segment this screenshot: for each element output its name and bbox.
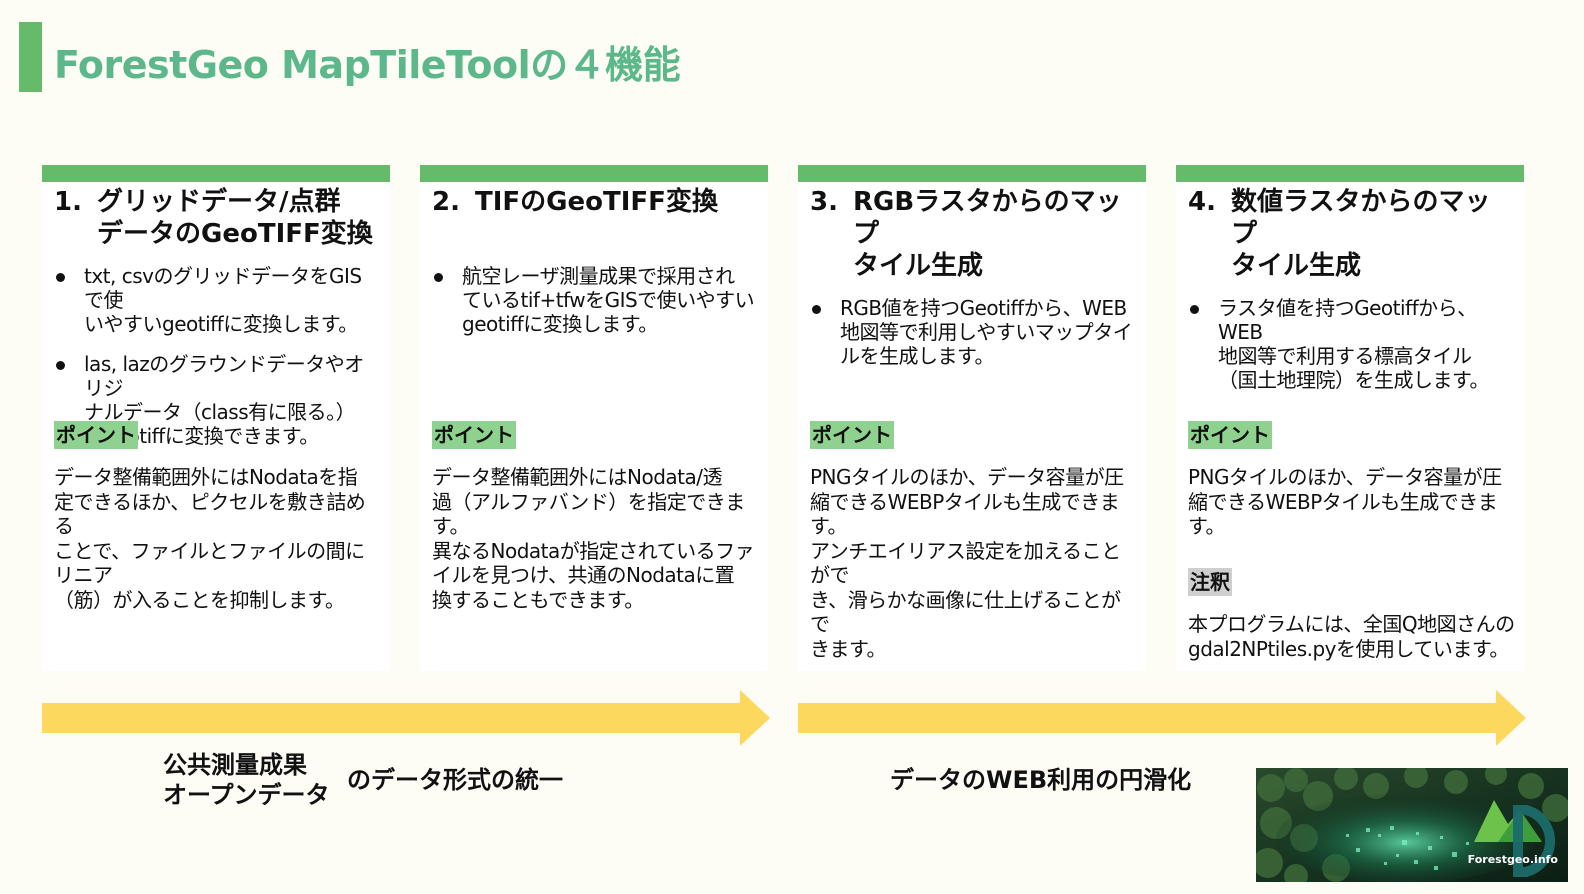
card-heading-text: TIFのGeoTIFF変換 — [475, 187, 718, 217]
card-number: 4. — [1188, 187, 1216, 217]
bullet-item: txt, csvのグリッドデータをGISで使 いやすいgeotiffに変換します… — [54, 264, 378, 336]
bullet-text: las, lazのグラウンドデータやオリジ ナルデータ（class有に限る。） … — [84, 352, 364, 448]
card-number: 2. — [432, 187, 460, 217]
card-heading: 3. RGBラスタからのマップ タイル生成 — [798, 182, 1146, 282]
card-header-strip — [42, 165, 390, 182]
bullet-dot-icon — [812, 305, 821, 314]
bullet-item: 航空レーザ測量成果で採用され ているtif+tfwをGISで使いやすい geot… — [432, 264, 756, 336]
feature-card-2: 2. TIFのGeoTIFF変換 航空レーザ測量成果で採用され ているtif+t… — [420, 165, 768, 671]
title-accent-bar — [19, 22, 42, 92]
feature-card-4: 4. 数値ラスタからのマップ タイル生成 ラスタ値を持つGeotiffから、WE… — [1176, 165, 1524, 671]
card-heading: 2. TIFのGeoTIFF変換 — [420, 182, 768, 218]
forest-image — [1256, 768, 1568, 882]
point-label: ポイント — [54, 421, 138, 449]
card-number: 3. — [810, 187, 838, 217]
left-label-sources: 公共測量成果 オープンデータ — [163, 751, 330, 809]
card-heading: 4. 数値ラスタからのマップ タイル生成 — [1176, 182, 1524, 282]
card-heading-text: RGBラスタからのマップ タイル生成 — [853, 187, 1122, 281]
right-label: データのWEB利用の円滑化 — [890, 766, 1192, 794]
bullet-text: 航空レーザ測量成果で採用され ているtif+tfwをGISで使いやすい geot… — [462, 264, 755, 336]
point-label: ポイント — [1188, 421, 1272, 449]
point-label: ポイント — [810, 421, 894, 449]
card-heading-text: 数値ラスタからのマップ タイル生成 — [1231, 187, 1491, 281]
card-header-strip — [798, 165, 1146, 182]
point-text: PNGタイルのほか、データ容量が圧 縮できるWEBPタイルも生成できます。 アン… — [810, 465, 1124, 661]
point-text: PNGタイルのほか、データ容量が圧 縮できるWEBPタイルも生成できます。 — [1188, 465, 1502, 538]
note-text: 本プログラムには、全国Q地図さんの gdal2NPtiles.pyを使用していま… — [1188, 612, 1515, 661]
bullet-item: las, lazのグラウンドデータやオリジ ナルデータ（class有に限る。） … — [54, 352, 378, 448]
left-label-unify: のデータ形式の統一 — [347, 766, 563, 794]
point-text: データ整備範囲外にはNodata/透 過（アルファバンド）を指定できます。 異な… — [432, 465, 755, 612]
bullet-dot-icon — [56, 273, 65, 282]
left-arrow — [42, 690, 770, 746]
bullet-list: ラスタ値を持つGeotiffから、WEB 地図等で利用する標高タイル （国土地理… — [1176, 296, 1524, 392]
bullet-text: txt, csvのグリッドデータをGISで使 いやすいgeotiffに変換します… — [84, 264, 362, 336]
bullet-item: ラスタ値を持つGeotiffから、WEB 地図等で利用する標高タイル （国土地理… — [1188, 296, 1512, 392]
feature-card-1: 1. グリッドデータ/点群 データのGeoTIFF変換 txt, csvのグリッ… — [42, 165, 390, 671]
bullet-dot-icon — [56, 361, 65, 370]
card-header-strip — [1176, 165, 1524, 182]
bullet-list: txt, csvのグリッドデータをGISで使 いやすいgeotiffに変換します… — [42, 264, 390, 448]
bullet-text: RGB値を持つGeotiffから、WEB 地図等で利用しやすいマップタイ ルを生… — [840, 296, 1133, 368]
bullet-dot-icon — [434, 273, 443, 282]
card-header-strip — [420, 165, 768, 182]
note-label: 注釈 — [1188, 568, 1232, 596]
right-arrow — [798, 690, 1526, 746]
point-text: データ整備範囲外にはNodataを指 定できるほか、ピクセルを敷き詰める ことで… — [54, 465, 366, 612]
card-number: 1. — [54, 187, 82, 217]
feature-card-3: 3. RGBラスタからのマップ タイル生成 RGB値を持つGeotiffから、W… — [798, 165, 1146, 671]
card-heading-text: グリッドデータ/点群 データのGeoTIFF変換 — [97, 187, 373, 249]
logo-text: Forestgeo.info — [1467, 853, 1558, 866]
logo-banner: Forestgeo.info — [1256, 768, 1568, 882]
card-heading: 1. グリッドデータ/点群 データのGeoTIFF変換 — [42, 182, 390, 250]
bullet-dot-icon — [1190, 305, 1199, 314]
bullet-item: RGB値を持つGeotiffから、WEB 地図等で利用しやすいマップタイ ルを生… — [810, 296, 1134, 368]
bullet-list: 航空レーザ測量成果で採用され ているtif+tfwをGISで使いやすい geot… — [420, 264, 768, 336]
point-label: ポイント — [432, 421, 516, 449]
bullet-text: ラスタ値を持つGeotiffから、WEB 地図等で利用する標高タイル （国土地理… — [1218, 296, 1490, 392]
bullet-list: RGB値を持つGeotiffから、WEB 地図等で利用しやすいマップタイ ルを生… — [798, 296, 1146, 368]
brand-logo-icon — [1474, 800, 1556, 877]
page-title: ForestGeo MapTileToolの４機能 — [54, 43, 681, 87]
